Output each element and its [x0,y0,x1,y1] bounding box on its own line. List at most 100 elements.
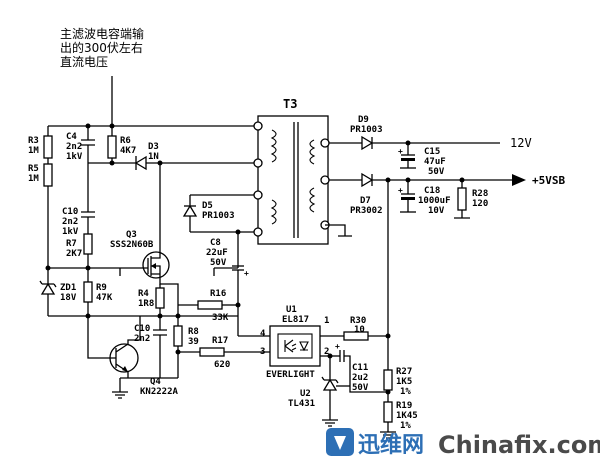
note-line-2: 出的300伏左右 [60,40,143,55]
t3-label: T3 [283,97,297,111]
r3-ref: R3 [28,136,39,146]
optocoupler-u1 [269,325,321,367]
capacitor-c15-neg [401,158,415,161]
resistor-r7 [83,233,93,255]
t3-pin [253,190,263,200]
r16-ref: R16 [210,289,226,299]
secondary-winding-5v [309,187,316,213]
diode-d9 [361,135,374,151]
c18-value: 1000uF [418,196,451,206]
shunt-regulator-u2 [322,378,338,391]
r4-value: 1R8 [138,299,154,309]
d7-value: PR3002 [350,206,383,216]
d9-ref: D9 [358,115,369,125]
r28-ref: R28 [472,189,488,199]
d3-ref: D3 [148,142,159,152]
c11-plus-mark: + [335,342,340,351]
r9-ref: R9 [96,283,107,293]
u1-ref: U1 [286,305,297,315]
r27-ref: R27 [396,367,412,377]
u2-value: TL431 [288,399,315,409]
transistor-q4-arrow [122,366,128,372]
ground-symbol [380,431,396,439]
aux-winding [270,199,277,225]
r5-value: 1M [28,174,39,184]
watermark-cn: 迅维网 [358,432,424,458]
c15-rating: 50V [428,167,445,177]
zd1-ref: ZD1 [60,283,76,293]
zener-zd1 [40,282,56,295]
t3-pin [253,121,263,131]
junction-dot [175,349,181,355]
c18-ref: C18 [424,186,440,196]
diode-d7 [361,172,374,188]
output-12v-label: 12V [510,136,532,150]
resistor-r5 [43,163,53,187]
r6-value: 4K7 [120,146,136,156]
secondary-winding-12v [309,139,316,165]
capacitor-c18-neg [401,197,415,200]
note-line-3: 直流电压 [60,55,108,69]
resistor-r16 [197,300,223,310]
c10b-ref: C10 [134,324,150,334]
resistor-r3 [43,135,53,159]
c8-value: 22uF [206,248,228,258]
r7-ref: R7 [66,239,77,249]
capacitor-c10b [153,329,167,336]
c4-rating: 1kV [66,152,83,162]
secondary-ground [325,224,352,237]
c18-plus-mark: + [398,186,403,195]
r4-ref: R4 [138,289,149,299]
capacitor-c11 [339,350,345,362]
c10a-ref: C10 [62,207,78,217]
diode-d5 [182,204,198,217]
c15-value: 47uF [424,157,446,167]
resistor-r19 [383,401,393,423]
primary-winding [270,129,277,163]
u1-pin-4: 4 [260,329,266,339]
d3-value: 1N [148,152,159,162]
capacitor-c10a [81,211,95,218]
r16-value: 33K [212,313,229,323]
r19-ref: R19 [396,401,412,411]
resistor-r6 [107,135,117,159]
r9-value: 47K [96,293,113,303]
optocoupler-u1-inner [277,333,313,359]
junction-dot [235,302,241,308]
watermark-logo-mark [334,436,346,450]
resistor-r28 [457,187,467,211]
r3-value: 1M [28,146,39,156]
junction-dot [109,160,115,166]
resistor-r9 [83,281,93,303]
r8-ref: R8 [188,327,199,337]
c15-plus-mark: + [398,147,403,156]
r28-value: 120 [472,199,488,209]
c11-value: 2u2 [352,373,368,383]
c15-ref: C15 [424,147,440,157]
t3-pin [320,175,330,185]
r27-value: 1K5 [396,377,412,387]
opto-light-arrows [291,343,297,351]
d9-value: PR1003 [350,125,383,135]
q4-value: KN2222A [140,387,179,397]
c8-ref: C8 [210,238,221,248]
capacitor-c4 [81,139,95,146]
watermark: 迅维网 Chinafix.com [326,428,600,459]
transistor-q4-body [87,316,140,378]
t3-pin [253,227,263,237]
d7-ref: D7 [360,196,371,206]
ground-symbol [454,210,470,219]
c4-value: 2n2 [66,142,82,152]
t3-pin [253,158,263,168]
opto-transistor-icon [284,339,294,353]
c8-plus-mark: + [244,269,249,278]
r8-value: 39 [188,337,199,347]
r19-tol: 1% [400,421,411,431]
c10b-value: 2n2 [134,334,150,344]
zd1-value: 18V [60,293,77,303]
ground-symbol [322,419,338,427]
r19-value: 1K45 [396,411,418,421]
wire [344,355,388,393]
r30-ref: R30 [350,316,366,326]
